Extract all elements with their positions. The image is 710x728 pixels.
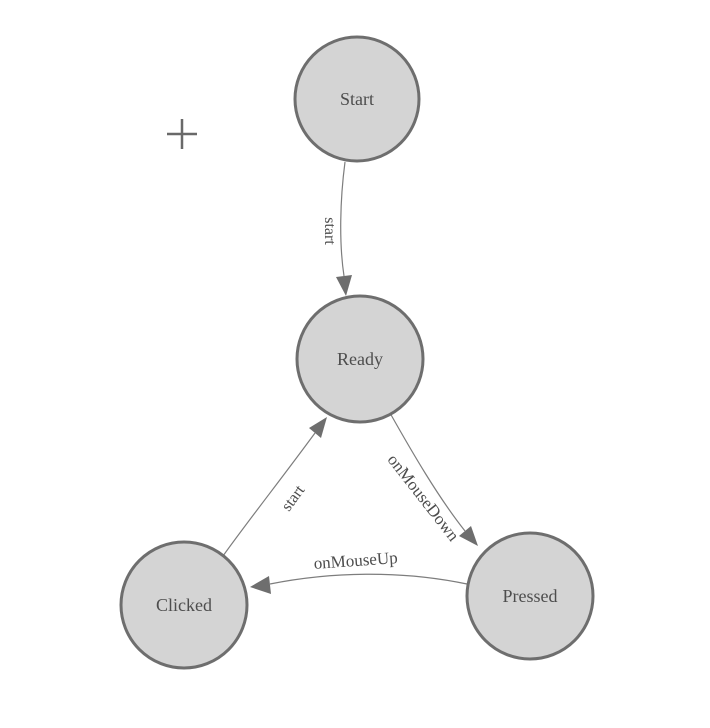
edge-label-onmousedown: onMouseDown [384,450,464,545]
state-node-clicked[interactable]: Clicked [119,540,249,670]
edge-label-start-1: start [321,217,338,245]
edge-clicked-to-ready[interactable]: start [222,417,327,557]
arrowhead-ready-to-pressed [459,526,478,546]
edge-label-onmouseup: onMouseUp [313,548,398,573]
crosshair-plus-icon [167,119,197,149]
state-node-pressed[interactable]: Pressed [465,531,595,661]
state-label-ready: Ready [337,349,383,369]
state-label-pressed: Pressed [503,586,558,606]
state-node-start[interactable]: Start [293,35,421,163]
edge-pressed-to-clicked[interactable]: onMouseUp [250,548,468,594]
edge-label-start-2: start [278,482,308,515]
arrowhead-pressed-to-clicked [250,576,271,594]
edge-ready-to-pressed[interactable]: onMouseDown [384,412,478,546]
arrowhead-start-to-ready [336,275,352,296]
edge-start-to-ready[interactable]: start [321,161,352,296]
state-label-start: Start [340,89,374,109]
state-node-ready[interactable]: Ready [295,294,425,424]
arrowhead-clicked-to-ready [309,417,327,438]
state-label-clicked: Clicked [156,595,212,615]
